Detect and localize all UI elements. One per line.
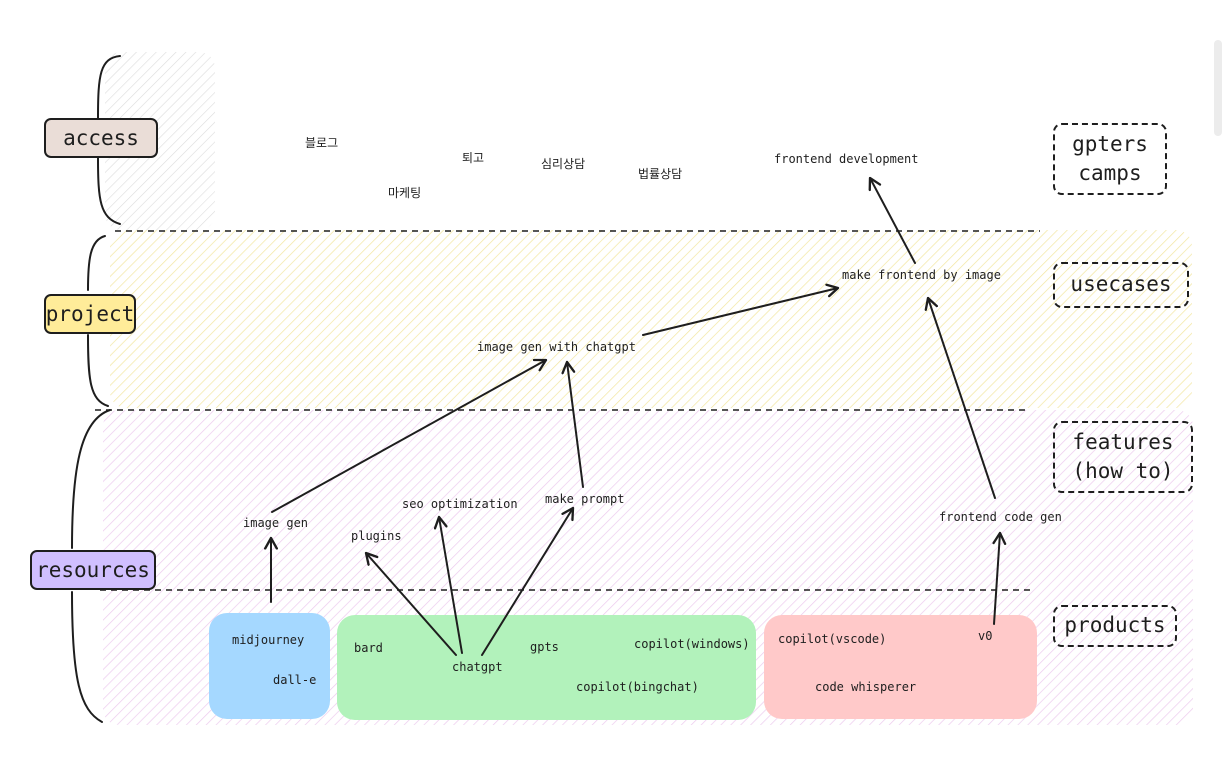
usecase-make-frontend-by-image: make frontend by image [842,268,1001,282]
project-bracket [87,235,109,407]
access-item-frontend-development: frontend development [774,152,919,166]
feature-frontend-code-gen: frontend code gen [939,510,1062,524]
arrow-make-prompt-to-usecase [561,360,584,488]
vertical-scrollbar[interactable] [1214,40,1222,136]
category-project: project [44,294,136,334]
resources-bracket [71,409,111,723]
label-usecases: usecases [1053,262,1189,308]
arrow-chatgpt-to-make-prompt [481,506,575,656]
access-zone [105,52,215,230]
category-resources: resources [30,550,156,590]
access-bracket [97,55,121,225]
gpters-camps-line1: gpters [1072,131,1148,156]
access-item-marketing: 마케팅 [388,186,422,200]
label-features-how-to: features (how to) [1053,421,1193,493]
product-gpts: gpts [530,640,559,654]
product-dalle: dall-e [273,673,317,687]
gpters-camps-line2: camps [1078,161,1142,185]
arrow-chatgpt-to-plugins [364,551,457,656]
image-products-box [209,613,330,719]
arrow-frontend-usecase-to-development [868,176,916,264]
category-access: access [44,118,158,158]
access-item-blog: 블로그 [305,136,339,150]
feature-image-gen: image gen [243,516,309,530]
code-products-box [764,615,1037,719]
access-item-toego: 퇴고 [462,151,485,165]
arrow-image-gen-chatgpt-to-frontend [642,283,840,336]
label-gpters-camps: gpters camps [1053,123,1167,195]
product-copilot-bingchat: copilot(bingchat) [576,680,699,694]
arrow-code-gen-to-frontend [924,296,996,499]
project-zone [110,230,1192,408]
product-copilot-vscode: copilot(vscode) [778,632,887,646]
product-bard: bard [354,641,383,655]
product-v0: v0 [978,629,993,643]
features-line2: (how to) [1072,459,1174,483]
product-midjourney: midjourney [232,633,305,647]
product-chatgpt: chatgpt [452,660,503,674]
feature-seo-optimization: seo optimization [402,497,518,511]
features-line1: features [1072,429,1174,454]
label-products: products [1053,605,1177,647]
product-code-whisperer: code whisperer [815,680,917,694]
feature-make-prompt: make prompt [545,492,625,506]
product-copilot-windows: copilot(windows) [634,637,750,651]
usecase-image-gen-with-chatgpt: image gen with chatgpt [477,340,636,354]
arrow-image-gen-to-usecase [271,358,548,513]
chat-products-box [337,615,756,720]
feature-plugins: plugins [351,529,402,543]
arrow-v0-to-code-gen [992,531,1007,625]
access-item-counseling: 심리상담 [541,157,586,171]
access-item-legal: 법률상담 [638,167,683,181]
arrow-chatgpt-to-seo [433,515,463,654]
